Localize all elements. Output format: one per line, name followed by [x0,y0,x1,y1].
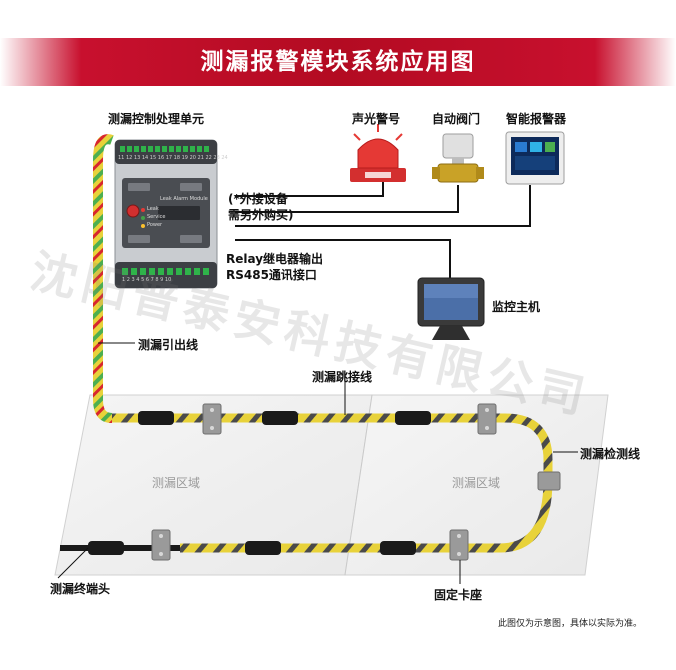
smart-alarm-label: 智能报警器 [506,112,567,126]
external-note-line2: 需另外购买) [228,208,294,222]
cable-connectors [88,411,431,555]
disclaimer-note: 此图仅为示意图，具体以实际为准。 [498,619,643,629]
page-title: 测漏报警模块系统应用图 [200,49,476,75]
title-banner [0,38,676,86]
sound-light-alarm-icon [350,124,406,182]
fixed-seats [151,403,561,561]
bottom-terminal-numbers: 1 2 3 4 5 6 7 8 9 10 [122,277,172,283]
auto-valve-label: 自动阀门 [432,112,481,126]
fixed-seat-label: 固定卡座 [434,588,483,602]
monitor-host-icon [417,277,485,340]
terminal-head-label: 测漏终端头 [50,582,111,596]
jumper-wire-label: 测漏跳接线 [312,370,373,384]
zone-2-label: 测漏区域 [452,476,501,490]
relay-output-label: Relay继电器输出 [226,252,324,266]
lead-wire-label: 测漏引出线 [138,338,199,352]
zone-1-label: 测漏区域 [152,476,201,490]
led-service-label: Service [147,214,166,220]
auto-valve-icon [432,133,484,183]
led-power-label: Power [147,222,163,228]
sound-light-alarm-label: 声光警号 [352,112,401,126]
external-note-line1: (*外接设备 [228,192,288,206]
detection-wire-label: 测漏检测线 [580,447,641,461]
rs485-label: RS485通讯接口 [226,268,317,282]
top-terminal-numbers: 11 12 13 14 15 16 17 18 19 20 21 22 23 2… [118,155,228,161]
detection-cable-upper [112,413,553,480]
leader-lines [57,342,578,584]
led-leak-label: Leak [147,206,159,212]
monitor-host-label: 监控主机 [492,300,541,314]
control-module [114,139,218,289]
detection-cable-right [180,479,553,553]
module-panel-text: Leak Alarm Module [160,196,208,202]
smart-alarm-icon [505,131,565,185]
lead-wire [93,134,114,423]
control-unit-label: 测漏控制处理单元 [108,112,205,126]
